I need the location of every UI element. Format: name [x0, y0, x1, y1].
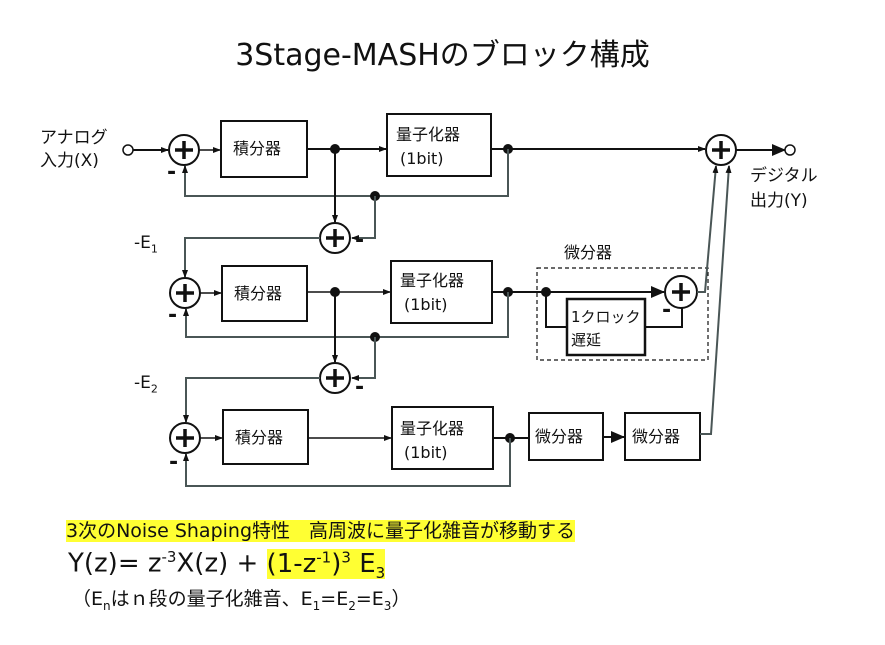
output-summer [705, 134, 737, 166]
quantizer-2-sub: (1bit) [404, 295, 448, 314]
quantizer-1 [386, 113, 492, 177]
delay-label-line1: 1クロック [571, 308, 641, 326]
output-label-line2: 出力(Y) [750, 191, 808, 211]
minus-sign: - [168, 303, 178, 328]
error-label-1: -E1 [134, 233, 158, 256]
quantizer-3 [391, 406, 494, 470]
minus-sign: - [167, 160, 177, 185]
noise-shaping-summary: 3次のNoise Shaping特性 高周波に量子化雑音が移動する [66, 516, 576, 543]
minus-sign: - [355, 228, 365, 253]
integrator-3 [222, 409, 309, 465]
integrator-2-label: 積分器 [234, 284, 283, 303]
minus-sign: - [662, 298, 672, 323]
integrator-2 [221, 265, 308, 322]
error-summer-2 [319, 362, 351, 394]
quantizer-2-label: 量子化器 [400, 271, 465, 290]
minus-sign: - [355, 375, 365, 400]
quantizer-3-sub: (1bit) [404, 443, 448, 462]
quantizer-1-sub: (1bit) [400, 149, 444, 168]
differentiator-2 [624, 412, 701, 461]
summer-2 [169, 277, 201, 309]
output-terminal [784, 144, 796, 156]
integrator-3-label: 積分器 [235, 428, 284, 447]
output-label-line1: デジタル [750, 166, 818, 186]
integrator-1-label: 積分器 [233, 139, 282, 158]
summer-3 [169, 422, 201, 454]
transfer-equation: Y(z)= z-3X(z) + (1-z-1)3 E3 [68, 548, 386, 582]
quantizer-1-label: 量子化器 [396, 125, 461, 144]
differentiator-1-label: 微分器 [535, 427, 584, 446]
highlighted-summary: 3次のNoise Shaping特性 高周波に量子化雑音が移動する [66, 520, 576, 542]
quantizer-3-label: 量子化器 [400, 419, 465, 438]
delay-label-line2: 遅延 [571, 331, 602, 349]
input-terminal [122, 144, 134, 156]
page-title: 3Stage-MASHのブロック構成 [235, 38, 650, 73]
delay-block [565, 297, 647, 357]
minus-sign: - [169, 450, 179, 475]
differentiator-2-label: 微分器 [632, 427, 681, 446]
differentiator-1 [528, 412, 604, 461]
quantizer-2 [390, 260, 493, 324]
error-summer-1 [319, 222, 351, 254]
error-label-2: -E2 [134, 373, 158, 396]
differentiator-group-label: 微分器 [564, 243, 613, 262]
noise-term-highlight: (1-z-1)3 E3 [266, 548, 386, 582]
input-label-line1: アナログ [40, 128, 108, 148]
differentiator-group [536, 267, 709, 361]
input-label-line2: 入力(X) [40, 151, 99, 171]
equation-note: （Enはｎ段の量子化雑音、E1=E2=E3） [72, 588, 411, 613]
